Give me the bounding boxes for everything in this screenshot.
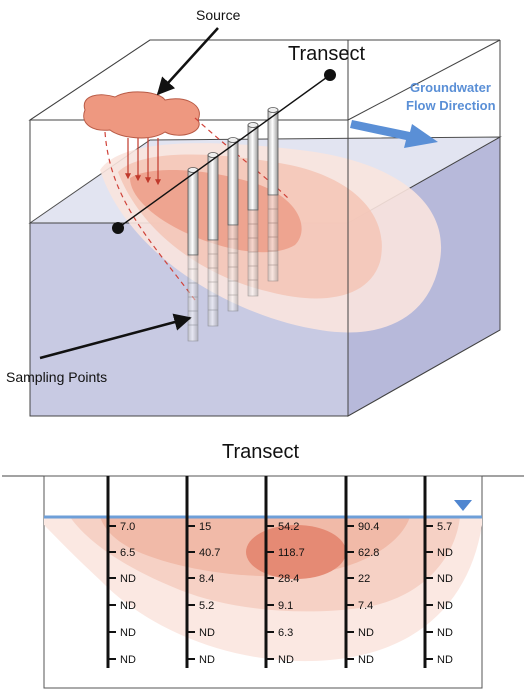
monitoring-well xyxy=(207,152,219,241)
source-area xyxy=(83,91,200,139)
concentration-value: 9.1 xyxy=(278,600,293,612)
transect-label-top: Transect xyxy=(288,43,366,65)
concentration-value: 22 xyxy=(358,573,370,585)
sampling-points-label: Sampling Points xyxy=(6,369,107,385)
concentration-value: ND xyxy=(120,627,136,639)
submerged-well-section xyxy=(227,224,239,312)
transect-line xyxy=(117,74,331,229)
concentration-value: ND xyxy=(199,654,215,666)
concentration-value: 5.7 xyxy=(437,521,452,533)
submerged-well-section xyxy=(267,194,279,282)
concentration-value: 90.4 xyxy=(358,521,379,533)
submerged-well-section xyxy=(247,209,259,297)
groundwater-label-line2: Flow Direction xyxy=(406,98,496,113)
transect-cross-section: 7.06.5NDNDNDND1540.78.45.2NDND54.2118.72… xyxy=(2,475,524,689)
concentration-value: ND xyxy=(358,654,374,666)
monitoring-well xyxy=(227,137,239,226)
contour-core xyxy=(246,525,346,579)
concentration-value: ND xyxy=(120,600,136,612)
groundwater-label-line1: Groundwater xyxy=(410,80,491,95)
monitoring-well xyxy=(267,107,279,196)
concentration-value: ND xyxy=(437,600,453,612)
transect-section-title: Transect xyxy=(222,441,300,463)
concentration-value: 5.2 xyxy=(199,600,214,612)
concentration-value: 7.0 xyxy=(120,521,135,533)
concentration-value: ND xyxy=(358,627,374,639)
concentration-value: ND xyxy=(437,627,453,639)
concentration-value: ND xyxy=(437,573,453,585)
concentration-value: 62.8 xyxy=(358,547,379,559)
transect-endpoint-right xyxy=(324,69,336,81)
transect-well: 54.2 118.7 28.4 9.1 6.3ND xyxy=(264,476,305,668)
submerged-well-section xyxy=(187,254,199,342)
infiltration-arrows xyxy=(125,138,161,186)
monitoring-well xyxy=(187,167,199,256)
transect-endpoint-left xyxy=(112,222,124,234)
plume-boundary-dashes xyxy=(104,117,291,301)
concentration-value: ND xyxy=(199,627,215,639)
concentration-value: 28.4 xyxy=(278,573,299,585)
concentration-value: ND xyxy=(437,547,453,559)
concentration-value: 118.7 xyxy=(278,547,305,559)
concentration-value: ND xyxy=(120,654,136,666)
concentration-value: 8.4 xyxy=(199,573,214,585)
source-pointer-arrow xyxy=(156,27,219,96)
transect-well: 7.0 6.5ND ND ND ND xyxy=(106,476,136,668)
sampling-points-pointer-arrow xyxy=(39,313,192,360)
concentration-value: 54.2 xyxy=(278,521,299,533)
concentration-value: 15 xyxy=(199,521,211,533)
submerged-well-section xyxy=(207,239,219,327)
concentration-value: ND xyxy=(120,573,136,585)
groundwater-flow-arrow xyxy=(350,120,438,148)
concentration-value: 40.7 xyxy=(199,547,220,559)
monitoring-wells xyxy=(187,107,279,342)
concentration-value: 6.5 xyxy=(120,547,135,559)
concentration-value: ND xyxy=(437,654,453,666)
water-table-marker xyxy=(454,500,472,511)
monitoring-well xyxy=(247,122,259,211)
transect-well: 15 40.7 8.4 5.2ND ND xyxy=(185,476,220,668)
concentration-value: ND xyxy=(278,654,294,666)
concentration-value: 7.4 xyxy=(358,600,373,612)
concentration-value: 6.3 xyxy=(278,627,293,639)
transect-well: 5.7ND ND ND ND ND xyxy=(423,476,453,668)
transect-well: 90.4 62.8 22 7.4ND ND xyxy=(344,476,379,668)
source-label: Source xyxy=(196,7,241,23)
